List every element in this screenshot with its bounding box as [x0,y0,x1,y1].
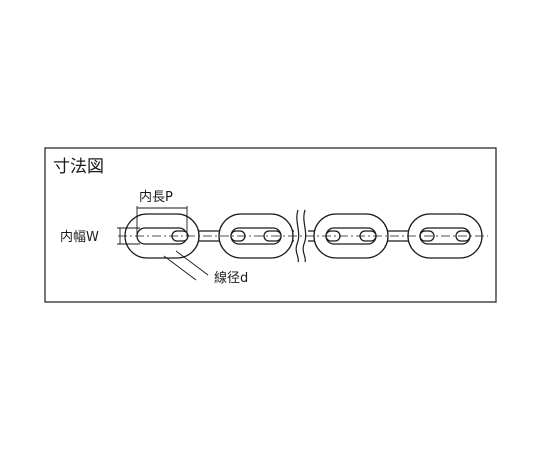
inner-length-dimension [136,206,188,236]
wire-diameter-label: 線径d [214,270,248,286]
chain [118,208,488,264]
figure-frame [44,147,497,303]
inner-length-label: 内長P [139,189,173,205]
inner-width-dimension [117,227,140,245]
wire-diameter-leader [163,250,209,281]
inner-width-label: 内幅W [60,229,99,245]
side-link-overlaps [171,230,471,242]
figure-title: 寸法図 [53,157,104,177]
